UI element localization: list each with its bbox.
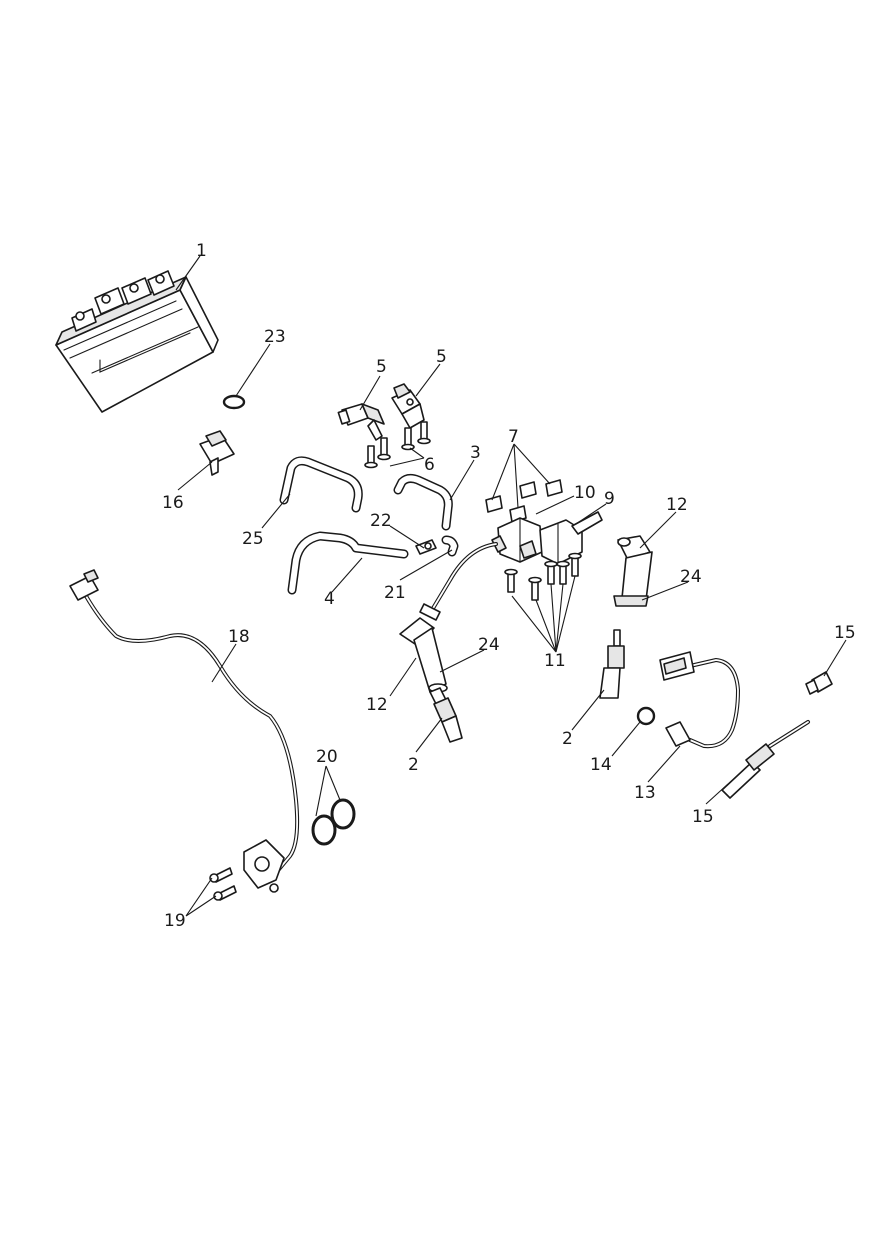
sensor-13 (659, 651, 740, 749)
spark-plug-2-right (599, 629, 625, 699)
callout-20: 20 (316, 747, 338, 767)
callout-23: 23 (264, 327, 286, 347)
sensor-15-top (805, 671, 833, 695)
callout-19: 19 (164, 911, 186, 931)
callout-13: 13 (634, 783, 656, 803)
callout-5-left: 5 (376, 357, 387, 377)
callout-3: 3 (470, 443, 481, 463)
callout-10: 10 (574, 483, 596, 503)
ignition-coil-9-10 (491, 511, 603, 565)
leader-lines (175, 255, 847, 917)
clips-7 (485, 479, 563, 523)
sensor-15-bottom (721, 720, 810, 799)
callout-5-right: 5 (436, 347, 447, 367)
spark-plug-cap-12-right (613, 535, 653, 607)
callout-11: 11 (544, 651, 566, 671)
callout-2-left: 2 (408, 755, 419, 775)
callout-12-left: 12 (366, 695, 388, 715)
callout-14: 14 (590, 755, 612, 775)
callout-22: 22 (370, 511, 392, 531)
sensor-5-right (391, 383, 425, 429)
callout-16: 16 (162, 493, 184, 513)
callout-21: 21 (384, 583, 406, 603)
hose-3 (393, 473, 453, 531)
callout-7: 7 (508, 427, 519, 447)
callout-25: 25 (242, 529, 264, 549)
spark-plug-cap-12-left (399, 542, 498, 693)
sensor-harness-18 (69, 569, 300, 893)
sensor-16 (199, 430, 235, 476)
callout-15-top: 15 (834, 623, 856, 643)
callout-9: 9 (604, 489, 615, 509)
hose-25 (279, 456, 363, 513)
callout-24-right: 24 (680, 567, 702, 587)
callout-6: 6 (424, 455, 435, 475)
screws-6 (364, 421, 431, 469)
sensor-5-left (337, 403, 385, 441)
engine-control-module (55, 270, 219, 413)
o-rings-20 (311, 798, 356, 846)
callout-12-right: 12 (666, 495, 688, 515)
washer-14 (636, 706, 656, 726)
callout-4: 4 (324, 589, 335, 609)
screws-11 (504, 552, 582, 601)
fitting-22 (415, 539, 437, 555)
screws-19 (209, 867, 237, 901)
callout-2-right: 2 (562, 729, 573, 749)
callout-labels: 1 23 5 5 6 3 7 10 9 12 16 25 22 4 21 24 … (162, 241, 856, 931)
callout-18: 18 (228, 627, 250, 647)
o-ring-23 (222, 394, 246, 410)
spark-plug-2-left (429, 687, 463, 743)
elbow-21 (441, 535, 459, 557)
callout-24-left: 24 (478, 635, 500, 655)
callout-15-bottom: 15 (692, 807, 714, 827)
hose-4 (287, 531, 409, 595)
callout-1: 1 (196, 241, 207, 261)
